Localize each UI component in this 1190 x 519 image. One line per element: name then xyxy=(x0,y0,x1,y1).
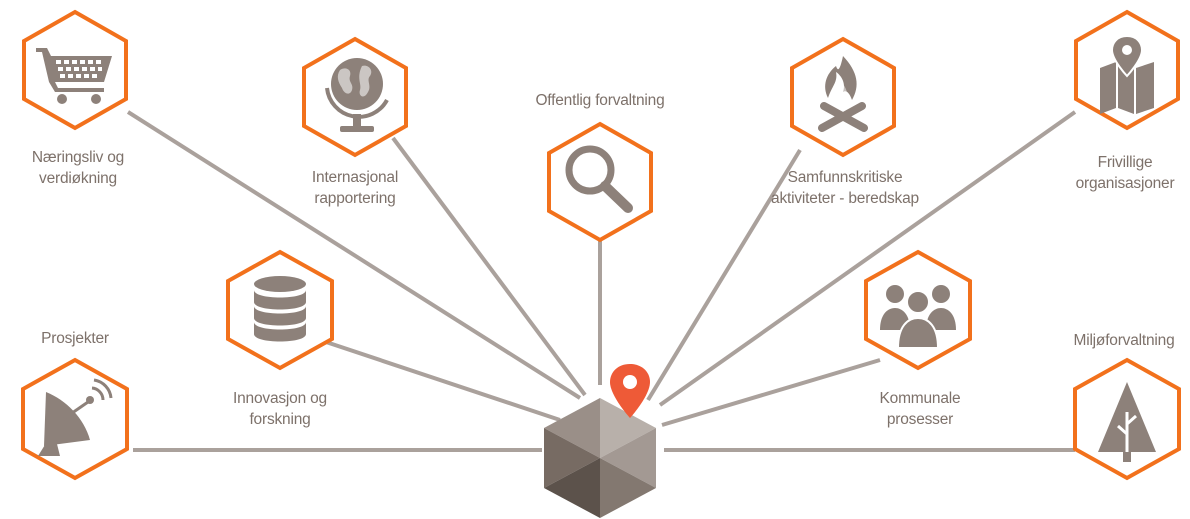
label-innovasjon-line-2: forskning xyxy=(249,411,311,428)
magnifier-icon xyxy=(565,145,633,213)
map-pin-icon xyxy=(1100,34,1154,114)
label-kommunale-line-2: prosesser xyxy=(886,411,954,428)
label-samfunnskritiske-line-2: aktiviteter - beredskap xyxy=(771,190,919,207)
label-miljo-line-1: Miljøforvaltning xyxy=(1073,332,1175,349)
label-naeringsliv-line-1: Næringsliv og xyxy=(31,149,125,166)
connector-line-frivillige xyxy=(658,110,1077,407)
label-internasjonal-line-1: Internasjonal xyxy=(311,169,399,186)
label-kommunale: Kommunale prosesser xyxy=(860,388,980,430)
connector-line-internasjonal xyxy=(391,136,587,397)
label-frivillige-line-1: Frivillige xyxy=(1097,154,1153,171)
label-prosjekter: Prosjekter xyxy=(20,328,130,349)
people-group-icon xyxy=(880,285,956,349)
label-innovasjon-line-1: Innovasjon og xyxy=(233,390,327,407)
campfire-icon xyxy=(818,56,868,132)
connector-line-samfunnskritiske xyxy=(646,148,802,402)
globe-icon xyxy=(325,58,389,132)
database-icon xyxy=(254,276,306,342)
label-naeringsliv: Næringsliv og verdiøkning xyxy=(10,147,146,189)
hexagon-offentlig xyxy=(547,121,653,243)
label-offentlig: Offentlig forvaltning xyxy=(510,90,690,111)
label-samfunnskritiske-line-1: Samfunnskritiske xyxy=(787,169,903,186)
shopping-cart-icon xyxy=(36,48,112,104)
hexagon-innovasjon xyxy=(226,249,334,371)
connector-line-kommunale xyxy=(661,358,881,427)
label-internasjonal-line-2: rapportering xyxy=(314,190,396,207)
connector-line-innovasjon xyxy=(319,338,561,422)
tree-icon xyxy=(1098,382,1156,462)
label-frivillige-line-2: organisasjoner xyxy=(1075,175,1175,192)
label-frivillige: Frivillige organisasjoner xyxy=(1060,152,1190,194)
satellite-dish-icon xyxy=(38,378,113,456)
label-samfunnskritiske: Samfunnskritiske aktiviteter - beredskap xyxy=(760,167,930,209)
label-innovasjon: Innovasjon og forskning xyxy=(220,388,340,430)
map-location-cube-icon xyxy=(544,364,656,518)
label-offentlig-line-1: Offentlig forvaltning xyxy=(535,92,665,109)
connector-line-naeringsliv xyxy=(126,110,582,400)
label-miljo: Miljøforvaltning xyxy=(1060,330,1188,351)
label-kommunale-line-1: Kommunale xyxy=(879,390,961,407)
label-naeringsliv-line-2: verdiøkning xyxy=(39,170,117,187)
label-internasjonal: Internasjonal rapportering xyxy=(290,167,420,209)
label-prosjekter-line-1: Prosjekter xyxy=(41,330,109,347)
